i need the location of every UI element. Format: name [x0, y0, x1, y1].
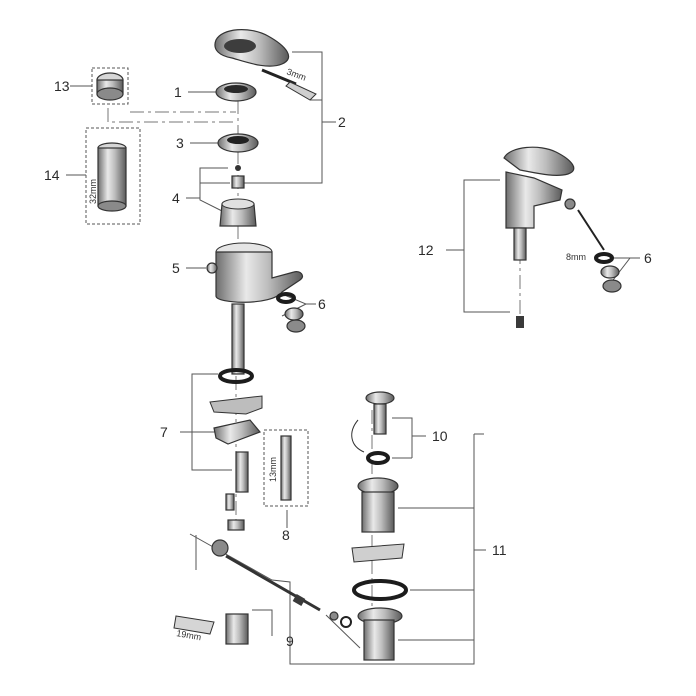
dim-32mm: 32mm — [88, 179, 98, 204]
callout-8: 8 — [282, 527, 290, 543]
callout-9: 9 — [286, 633, 294, 649]
part-3-nut — [217, 133, 259, 153]
part-5-body — [206, 242, 304, 375]
callout-10: 10 — [432, 428, 448, 444]
dim-8mm: 8mm — [566, 252, 586, 262]
dash-dot-centerlines — [107, 100, 521, 640]
callout-3: 3 — [176, 135, 184, 151]
leader-lines — [66, 51, 640, 665]
part-13-cap — [91, 67, 129, 105]
part-14-extension — [85, 127, 141, 225]
callout-6-left: 6 — [318, 296, 326, 312]
part-9-popup-rod — [173, 493, 352, 645]
part-8-stud — [263, 429, 309, 507]
callout-11: 11 — [492, 542, 507, 558]
callout-labels: 13 1 2 3 4 14 5 6 7 8 9 10 11 12 6 — [44, 78, 652, 649]
part-4-cartridge — [219, 165, 257, 227]
dim-19mm: 19mm — [176, 628, 202, 642]
callout-7: 7 — [160, 424, 168, 440]
callout-1: 1 — [174, 84, 182, 100]
callout-5: 5 — [172, 260, 180, 276]
part-2-lever-handle — [214, 29, 317, 101]
callout-12: 12 — [418, 242, 434, 258]
callout-4: 4 — [172, 190, 180, 206]
callout-13: 13 — [54, 78, 70, 94]
part-1-cover — [215, 82, 257, 102]
part-6-aerator-right — [594, 252, 622, 293]
part-6-aerator — [276, 292, 306, 333]
part-11-waste — [351, 477, 408, 661]
part-7-mounting-set — [209, 368, 263, 493]
dim-13mm: 13mm — [268, 457, 278, 482]
callout-14: 14 — [44, 167, 60, 183]
part-12-assembled-faucet — [503, 146, 605, 328]
callout-2: 2 — [338, 114, 346, 130]
callout-6-right: 6 — [644, 250, 652, 266]
part-10-plug — [351, 391, 395, 465]
